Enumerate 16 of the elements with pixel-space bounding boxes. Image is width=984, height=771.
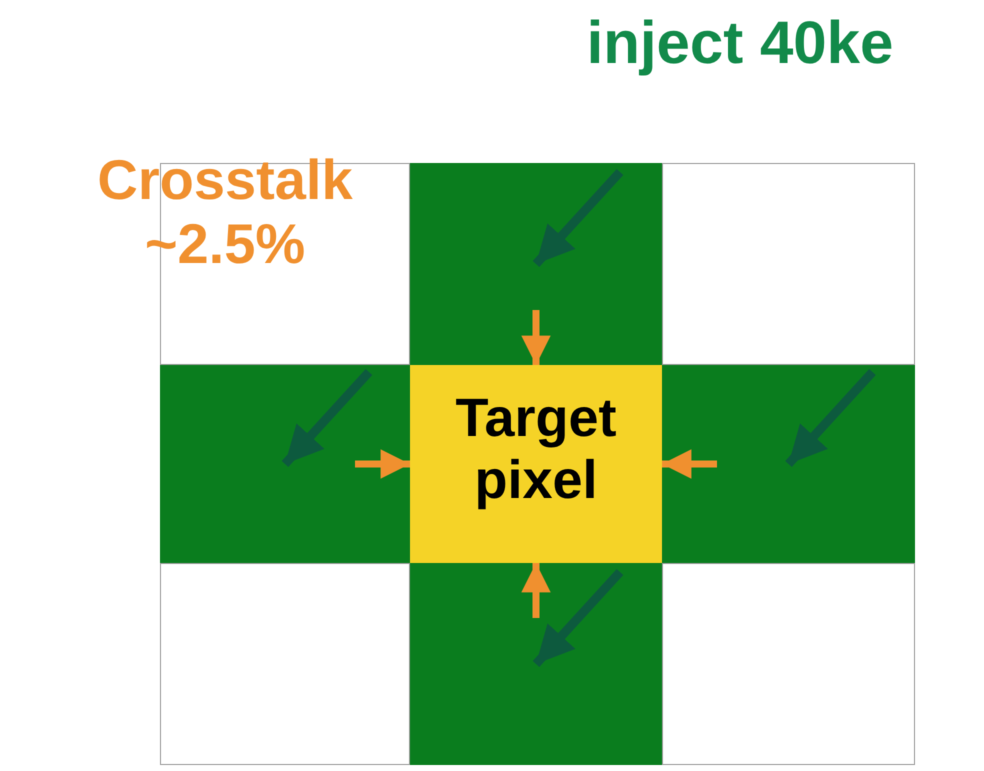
neighbor-pixel: [410, 563, 662, 765]
pixel-label: Target pixel: [454, 387, 618, 512]
target-pixel: [410, 365, 662, 563]
arrow: [785, 368, 876, 468]
arrow: [521, 563, 551, 618]
neighbor-pixel: [410, 163, 662, 365]
annotation-text: inject 40ke: [586, 8, 894, 77]
arrow: [282, 368, 372, 468]
arrow: [355, 449, 410, 479]
arrow: [521, 310, 551, 365]
arrow: [662, 449, 717, 479]
neighbor-pixel: [662, 365, 915, 563]
arrow: [532, 168, 624, 268]
annotation-text: Crosstalk ~2.5%: [96, 148, 354, 277]
neighbor-pixel: [160, 365, 410, 563]
arrow: [532, 568, 624, 668]
